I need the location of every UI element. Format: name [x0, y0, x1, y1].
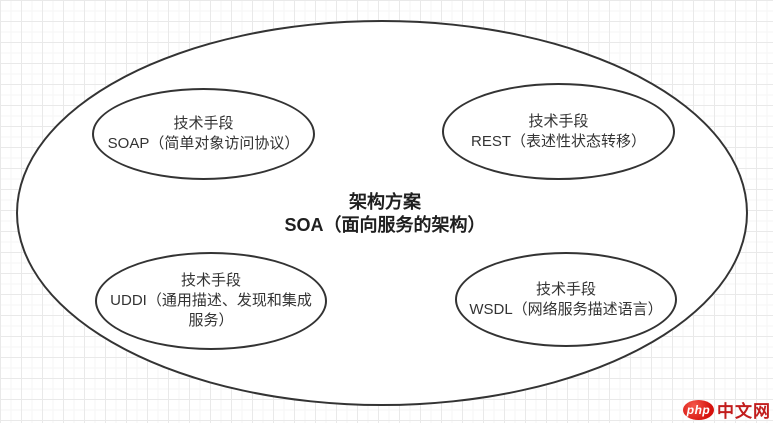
node-wsdl: 技术手段 WSDL（网络服务描述语言）	[455, 252, 677, 347]
node-rest-label: REST（表述性状态转移）	[470, 132, 646, 150]
node-rest: 技术手段 REST（表述性状态转移）	[442, 83, 675, 180]
node-wsdl-title: 技术手段	[535, 280, 596, 298]
node-uddi: 技术手段 UDDI（通用描述、发现和集成服务）	[95, 252, 327, 350]
center-label-line1: 架构方案	[349, 192, 421, 212]
php-cn-watermark: php 中文网	[683, 397, 771, 422]
node-rest-title: 技术手段	[528, 112, 589, 130]
node-soap-title: 技术手段	[173, 115, 234, 132]
soa-architecture-boundary-ellipse	[16, 20, 748, 406]
php-cn-site-name: 中文网	[717, 402, 771, 421]
node-uddi-title: 技术手段	[180, 272, 241, 289]
php-logo-badge: php	[683, 399, 714, 420]
center-label: 架构方案 SOA（面向服务的架构）	[235, 191, 535, 237]
node-soap: 技术手段 SOAP（简单对象访问协议）	[92, 88, 315, 180]
node-wsdl-label: WSDL（网络服务描述语言）	[469, 300, 663, 318]
center-label-line2: SOA（面向服务的架构）	[284, 215, 486, 235]
node-uddi-label: UDDI（通用描述、发现和集成服务）	[110, 292, 312, 329]
node-soap-label: SOAP（简单对象访问协议）	[107, 135, 300, 152]
